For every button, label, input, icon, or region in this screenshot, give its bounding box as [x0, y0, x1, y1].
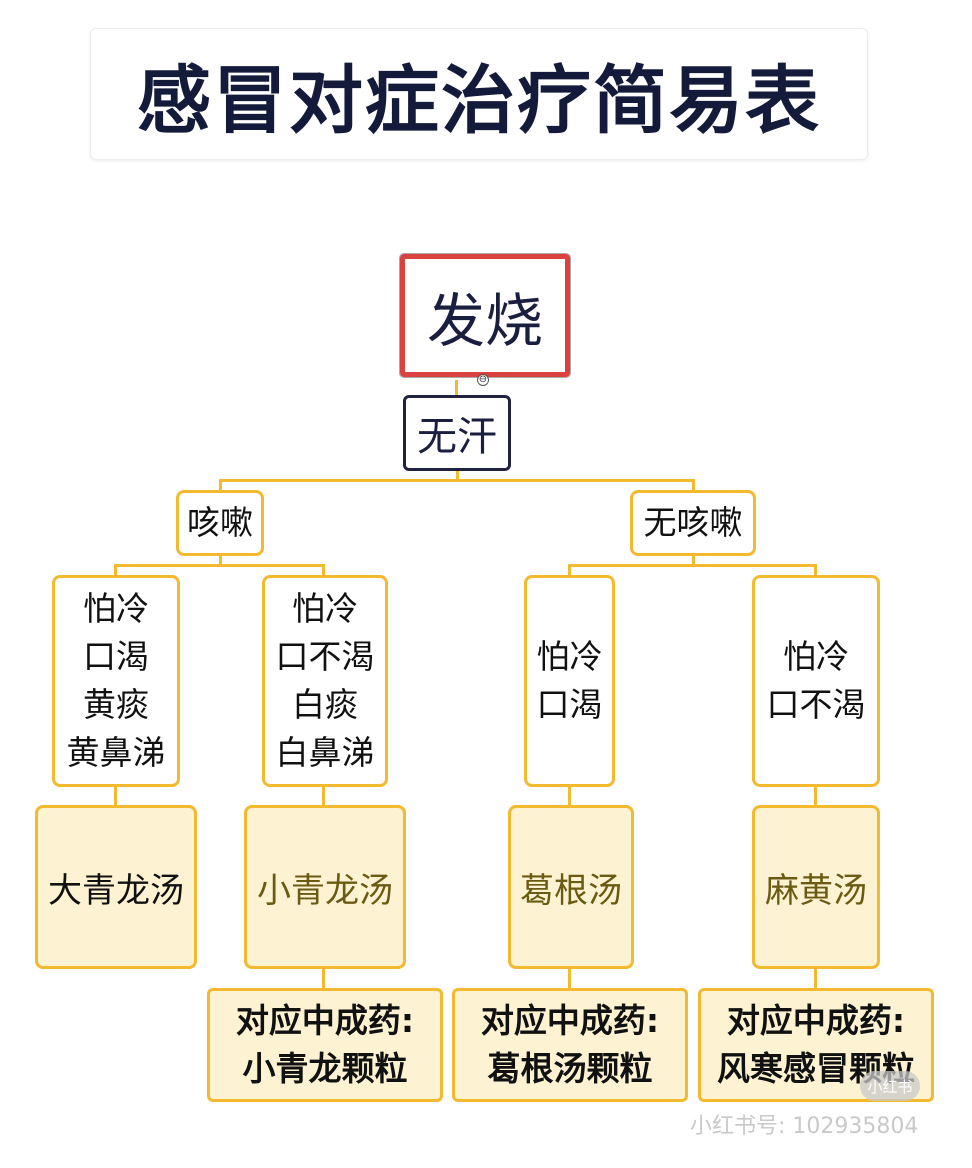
- symptom-item: 白鼻涕: [275, 733, 375, 772]
- connector-l1-bar: [219, 479, 695, 482]
- symptom-item: 口不渴: [275, 637, 375, 676]
- symptom-item: 怕冷: [783, 637, 849, 676]
- connector-b-rx: [322, 787, 325, 806]
- connector-cough-bar: [114, 564, 325, 567]
- branch-no-cough-label: 无咳嗽: [643, 503, 743, 542]
- branch-cough: 咳嗽: [176, 490, 264, 556]
- connector-to-symptoms-d: [814, 564, 817, 576]
- prescription-node-c: 葛根汤: [508, 805, 634, 969]
- symptoms-node-c: 怕冷 口渴: [524, 575, 615, 787]
- patent-medicine-node-d: 对应中成药: 风寒感冒颗粒: [698, 988, 934, 1102]
- connector-no-cough-stem: [692, 556, 695, 566]
- connector-b-patent: [322, 969, 325, 989]
- connector-to-no-cough: [692, 479, 695, 491]
- symptom-item: 白痰: [292, 685, 358, 724]
- patent-label: 对应中成药:: [726, 1001, 906, 1040]
- connector-no-cough-bar: [568, 564, 817, 567]
- patent-medicine-node-b: 对应中成药: 小青龙颗粒: [207, 988, 443, 1102]
- prescription-label: 小青龙汤: [257, 870, 393, 911]
- branch-cough-label: 咳嗽: [187, 503, 253, 542]
- symptoms-node-d: 怕冷 口不渴: [752, 575, 880, 787]
- root-node-label: 发烧: [426, 286, 543, 355]
- connector-root-to-l1: [455, 380, 458, 395]
- connector-c-rx: [568, 787, 571, 806]
- connector-to-symptoms-b: [322, 564, 325, 576]
- watermark-logo: 小红书: [860, 1071, 920, 1101]
- patent-label: 对应中成药:: [235, 1001, 415, 1040]
- symptom-item: 口不渴: [766, 685, 866, 724]
- node-no-sweat-label: 无汗: [417, 414, 497, 460]
- watermark-id: 小红书号: 102935804: [690, 1114, 919, 1139]
- title-box: 感冒对症治疗简易表: [90, 28, 868, 160]
- connector-c-patent: [568, 969, 571, 989]
- branch-no-cough: 无咳嗽: [630, 490, 756, 556]
- node-no-sweat: 无汗: [403, 395, 511, 471]
- prescription-node-a: 大青龙汤: [35, 805, 197, 969]
- symptom-item: 口渴: [83, 637, 149, 676]
- prescription-label: 大青龙汤: [48, 870, 184, 911]
- root-node-fever: 发烧: [399, 253, 571, 378]
- connector-cough-stem: [219, 556, 222, 566]
- prescription-node-d: 麻黄汤: [752, 805, 880, 969]
- symptoms-node-b: 怕冷 口不渴 白痰 白鼻涕: [262, 575, 388, 787]
- connector-d-patent: [814, 969, 817, 989]
- symptom-item: 黄痰: [83, 685, 149, 724]
- symptom-item: 怕冷: [292, 589, 358, 628]
- prescription-label: 葛根汤: [520, 870, 622, 911]
- page-title: 感冒对症治疗简易表: [137, 57, 821, 144]
- watermark-logo-text: 小红书: [867, 1077, 913, 1096]
- symptom-item: 怕冷: [83, 589, 149, 628]
- connector-l1-stem: [456, 471, 459, 481]
- symptom-item: 口渴: [536, 685, 603, 724]
- connector-to-cough: [219, 479, 222, 491]
- connector-d-rx: [814, 787, 817, 806]
- patent-medicine-name: 小青龙颗粒: [242, 1049, 408, 1088]
- patent-medicine-name: 葛根汤颗粒: [487, 1049, 653, 1088]
- symptom-item: 黄鼻涕: [66, 733, 166, 772]
- collapse-toggle-icon[interactable]: ⊖: [477, 374, 489, 386]
- prescription-node-b: 小青龙汤: [244, 805, 406, 969]
- patent-label: 对应中成药:: [480, 1001, 660, 1040]
- patent-medicine-node-c: 对应中成药: 葛根汤颗粒: [452, 988, 688, 1102]
- connector-to-symptoms-c: [568, 564, 571, 576]
- connector-a-rx: [114, 787, 117, 806]
- prescription-label: 麻黄汤: [765, 870, 867, 911]
- connector-to-symptoms-a: [114, 564, 117, 576]
- symptoms-node-a: 怕冷 口渴 黄痰 黄鼻涕: [52, 575, 180, 787]
- symptom-item: 怕冷: [536, 637, 603, 676]
